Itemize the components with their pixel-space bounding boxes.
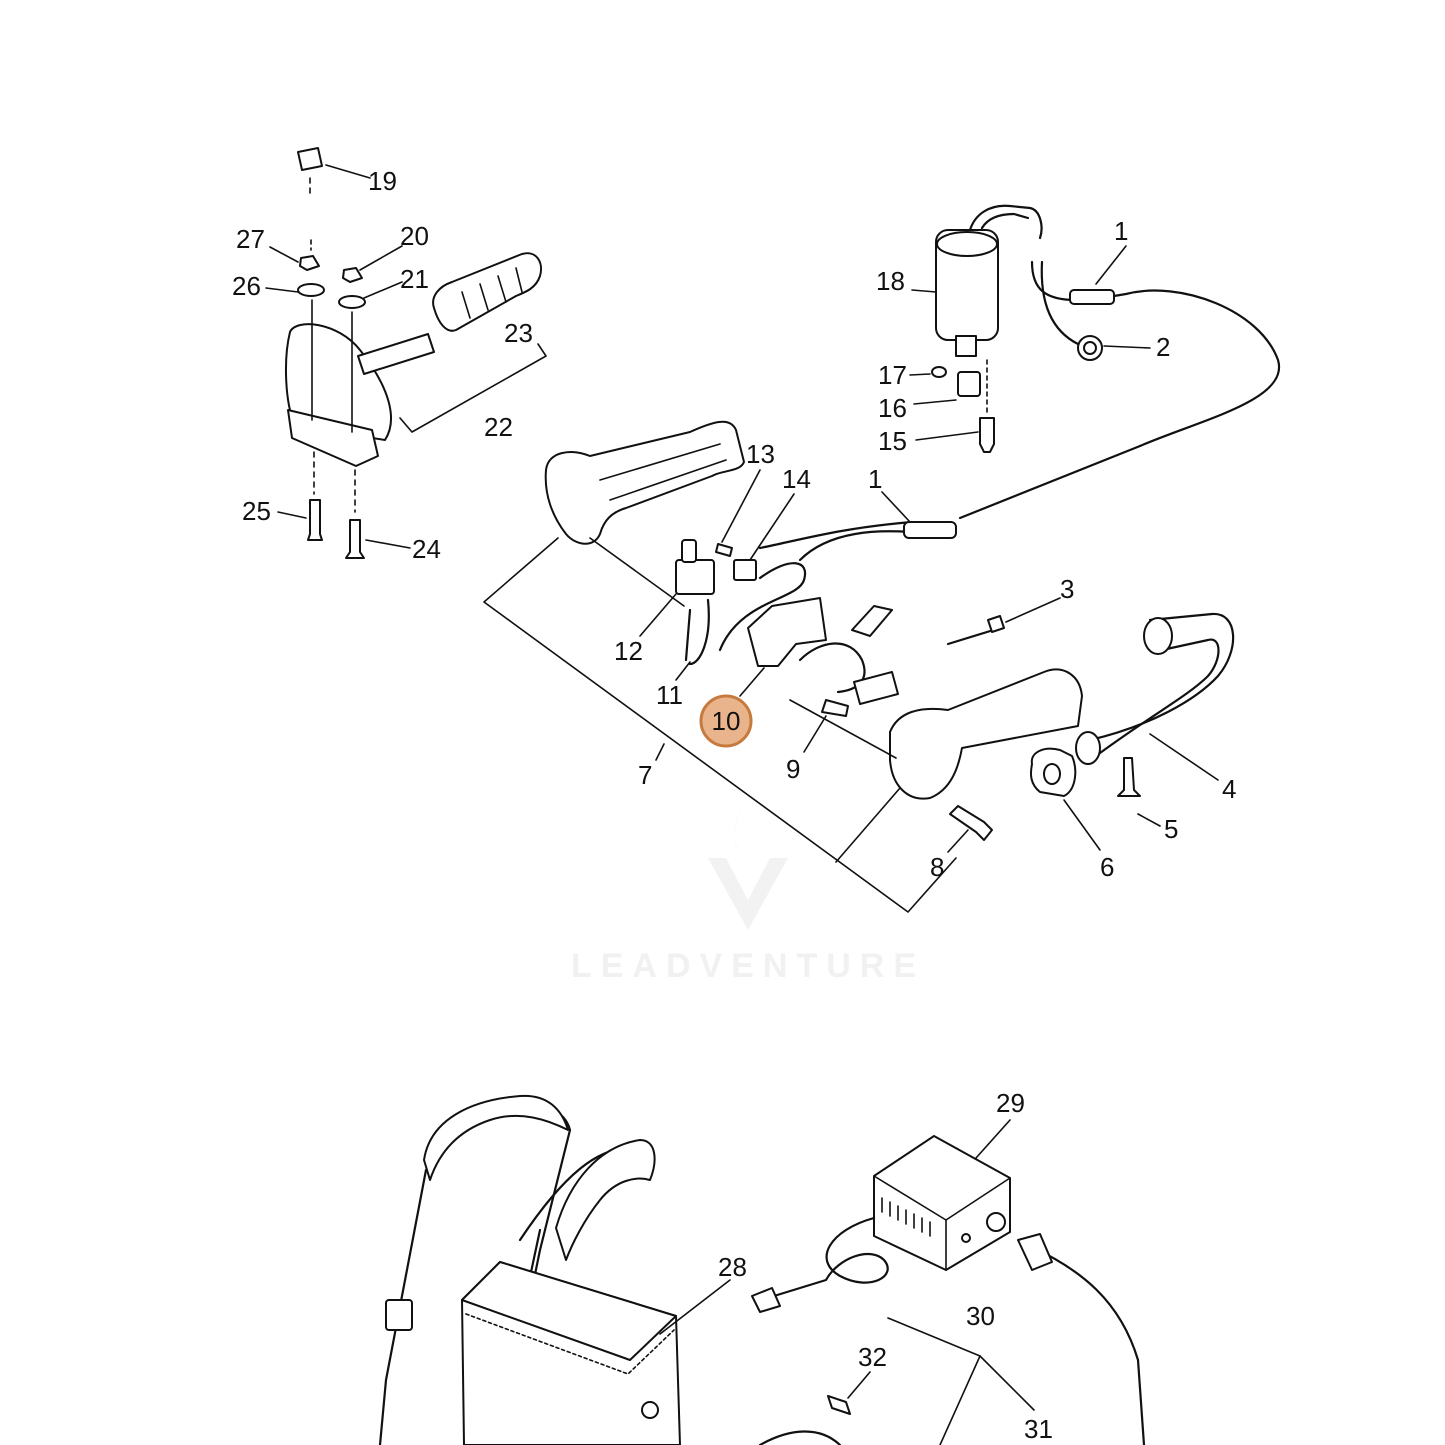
callout-8: 8 xyxy=(930,852,944,882)
highlighted-callout-10[interactable]: 10 xyxy=(699,694,753,748)
callout-2: 2 xyxy=(1156,332,1170,362)
callout-20: 20 xyxy=(400,221,429,251)
callout-30: 30 xyxy=(966,1301,995,1331)
callout-7: 7 xyxy=(638,760,652,790)
callout-12: 12 xyxy=(614,636,643,666)
callout-25: 25 xyxy=(242,496,271,526)
callout-31: 31 xyxy=(1024,1414,1053,1444)
callout-13: 13 xyxy=(746,439,775,469)
callout-29: 29 xyxy=(996,1088,1025,1118)
callout-labels: 19 27 20 26 21 23 22 25 24 1 18 2 17 16 … xyxy=(232,166,1236,1444)
callout-10: 10 xyxy=(712,706,741,736)
callout-18: 18 xyxy=(876,266,905,296)
callout-14: 14 xyxy=(782,464,811,494)
callout-15: 15 xyxy=(878,426,907,456)
callout-6: 6 xyxy=(1100,852,1114,882)
callout-27: 27 xyxy=(236,224,265,254)
callout-23: 23 xyxy=(504,318,533,348)
watermark-logo: LEADVENTURE xyxy=(571,800,925,985)
callout-1-top: 1 xyxy=(1114,216,1128,246)
callout-32: 32 xyxy=(858,1342,887,1372)
leader-lines xyxy=(265,164,1219,1445)
callout-4: 4 xyxy=(1222,774,1236,804)
callout-17: 17 xyxy=(878,360,907,390)
handle-assembly xyxy=(544,420,1235,841)
highlight-circle xyxy=(699,694,753,748)
bracket-assembly xyxy=(285,147,542,559)
coil-assembly xyxy=(931,204,1281,520)
watermark-text: LEADVENTURE xyxy=(571,947,925,985)
backpack-assembly xyxy=(378,1094,1146,1445)
callout-5: 5 xyxy=(1164,814,1178,844)
callout-28: 28 xyxy=(718,1252,747,1282)
callout-19: 19 xyxy=(368,166,397,196)
callout-9: 9 xyxy=(786,754,800,784)
callout-22: 22 xyxy=(484,412,513,442)
callout-21: 21 xyxy=(400,264,429,294)
callout-3: 3 xyxy=(1060,574,1074,604)
callout-26: 26 xyxy=(232,271,261,301)
callout-16: 16 xyxy=(878,393,907,423)
callout-24: 24 xyxy=(412,534,441,564)
callout-1-mid: 1 xyxy=(868,464,882,494)
callout-11: 11 xyxy=(656,680,683,710)
